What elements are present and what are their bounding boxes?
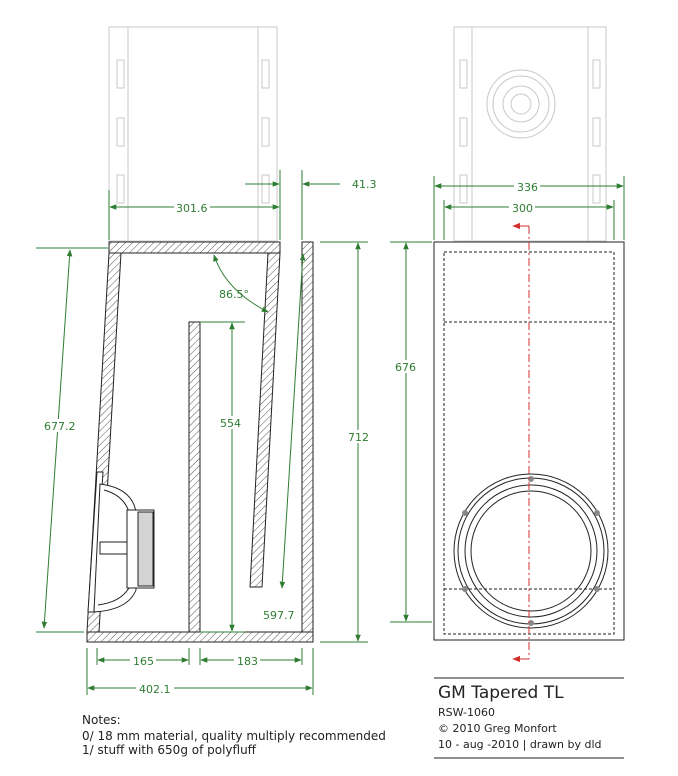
title-block: GM Tapered TL RSW-1060 © 2010 Greg Monfo…	[434, 677, 624, 759]
dim-total-height: 712	[348, 431, 369, 444]
title-date: 10 - aug -2010 | drawn by dld	[438, 738, 602, 751]
title-model: RSW-1060	[438, 706, 495, 719]
notes-line-1: 0/ 18 mm material, quality multiply reco…	[82, 729, 386, 743]
dim-bottom-width: 597.7	[263, 609, 295, 622]
dim-front-outer-width: 336	[517, 181, 538, 194]
woofer-side-profile	[87, 471, 155, 613]
notes-block: Notes: 0/ 18 mm material, quality multip…	[82, 713, 386, 757]
dim-slant-angle: 86.5°	[219, 288, 249, 301]
notes-line-2: 1/ stuff with 650g of polyfluff	[82, 743, 257, 757]
dim-slant-length: 677.2	[44, 420, 76, 433]
dim-top-offset: 41.3	[352, 178, 377, 191]
dim-divider-height: 554	[220, 417, 241, 430]
dim-front-inner-width: 300	[512, 202, 533, 215]
dim-top-width: 301.6	[176, 202, 208, 215]
dim-bottom-left: 165	[133, 655, 154, 668]
dim-total-depth: 402.1	[139, 683, 171, 696]
dim-bottom-right: 183	[237, 655, 258, 668]
title-name: GM Tapered TL	[438, 683, 564, 703]
woofer-front	[453, 473, 609, 629]
dim-front-height: 676	[395, 361, 416, 374]
title-copyright: © 2010 Greg Monfort	[438, 722, 557, 735]
notes-heading: Notes:	[82, 713, 121, 727]
centerline	[512, 222, 530, 663]
